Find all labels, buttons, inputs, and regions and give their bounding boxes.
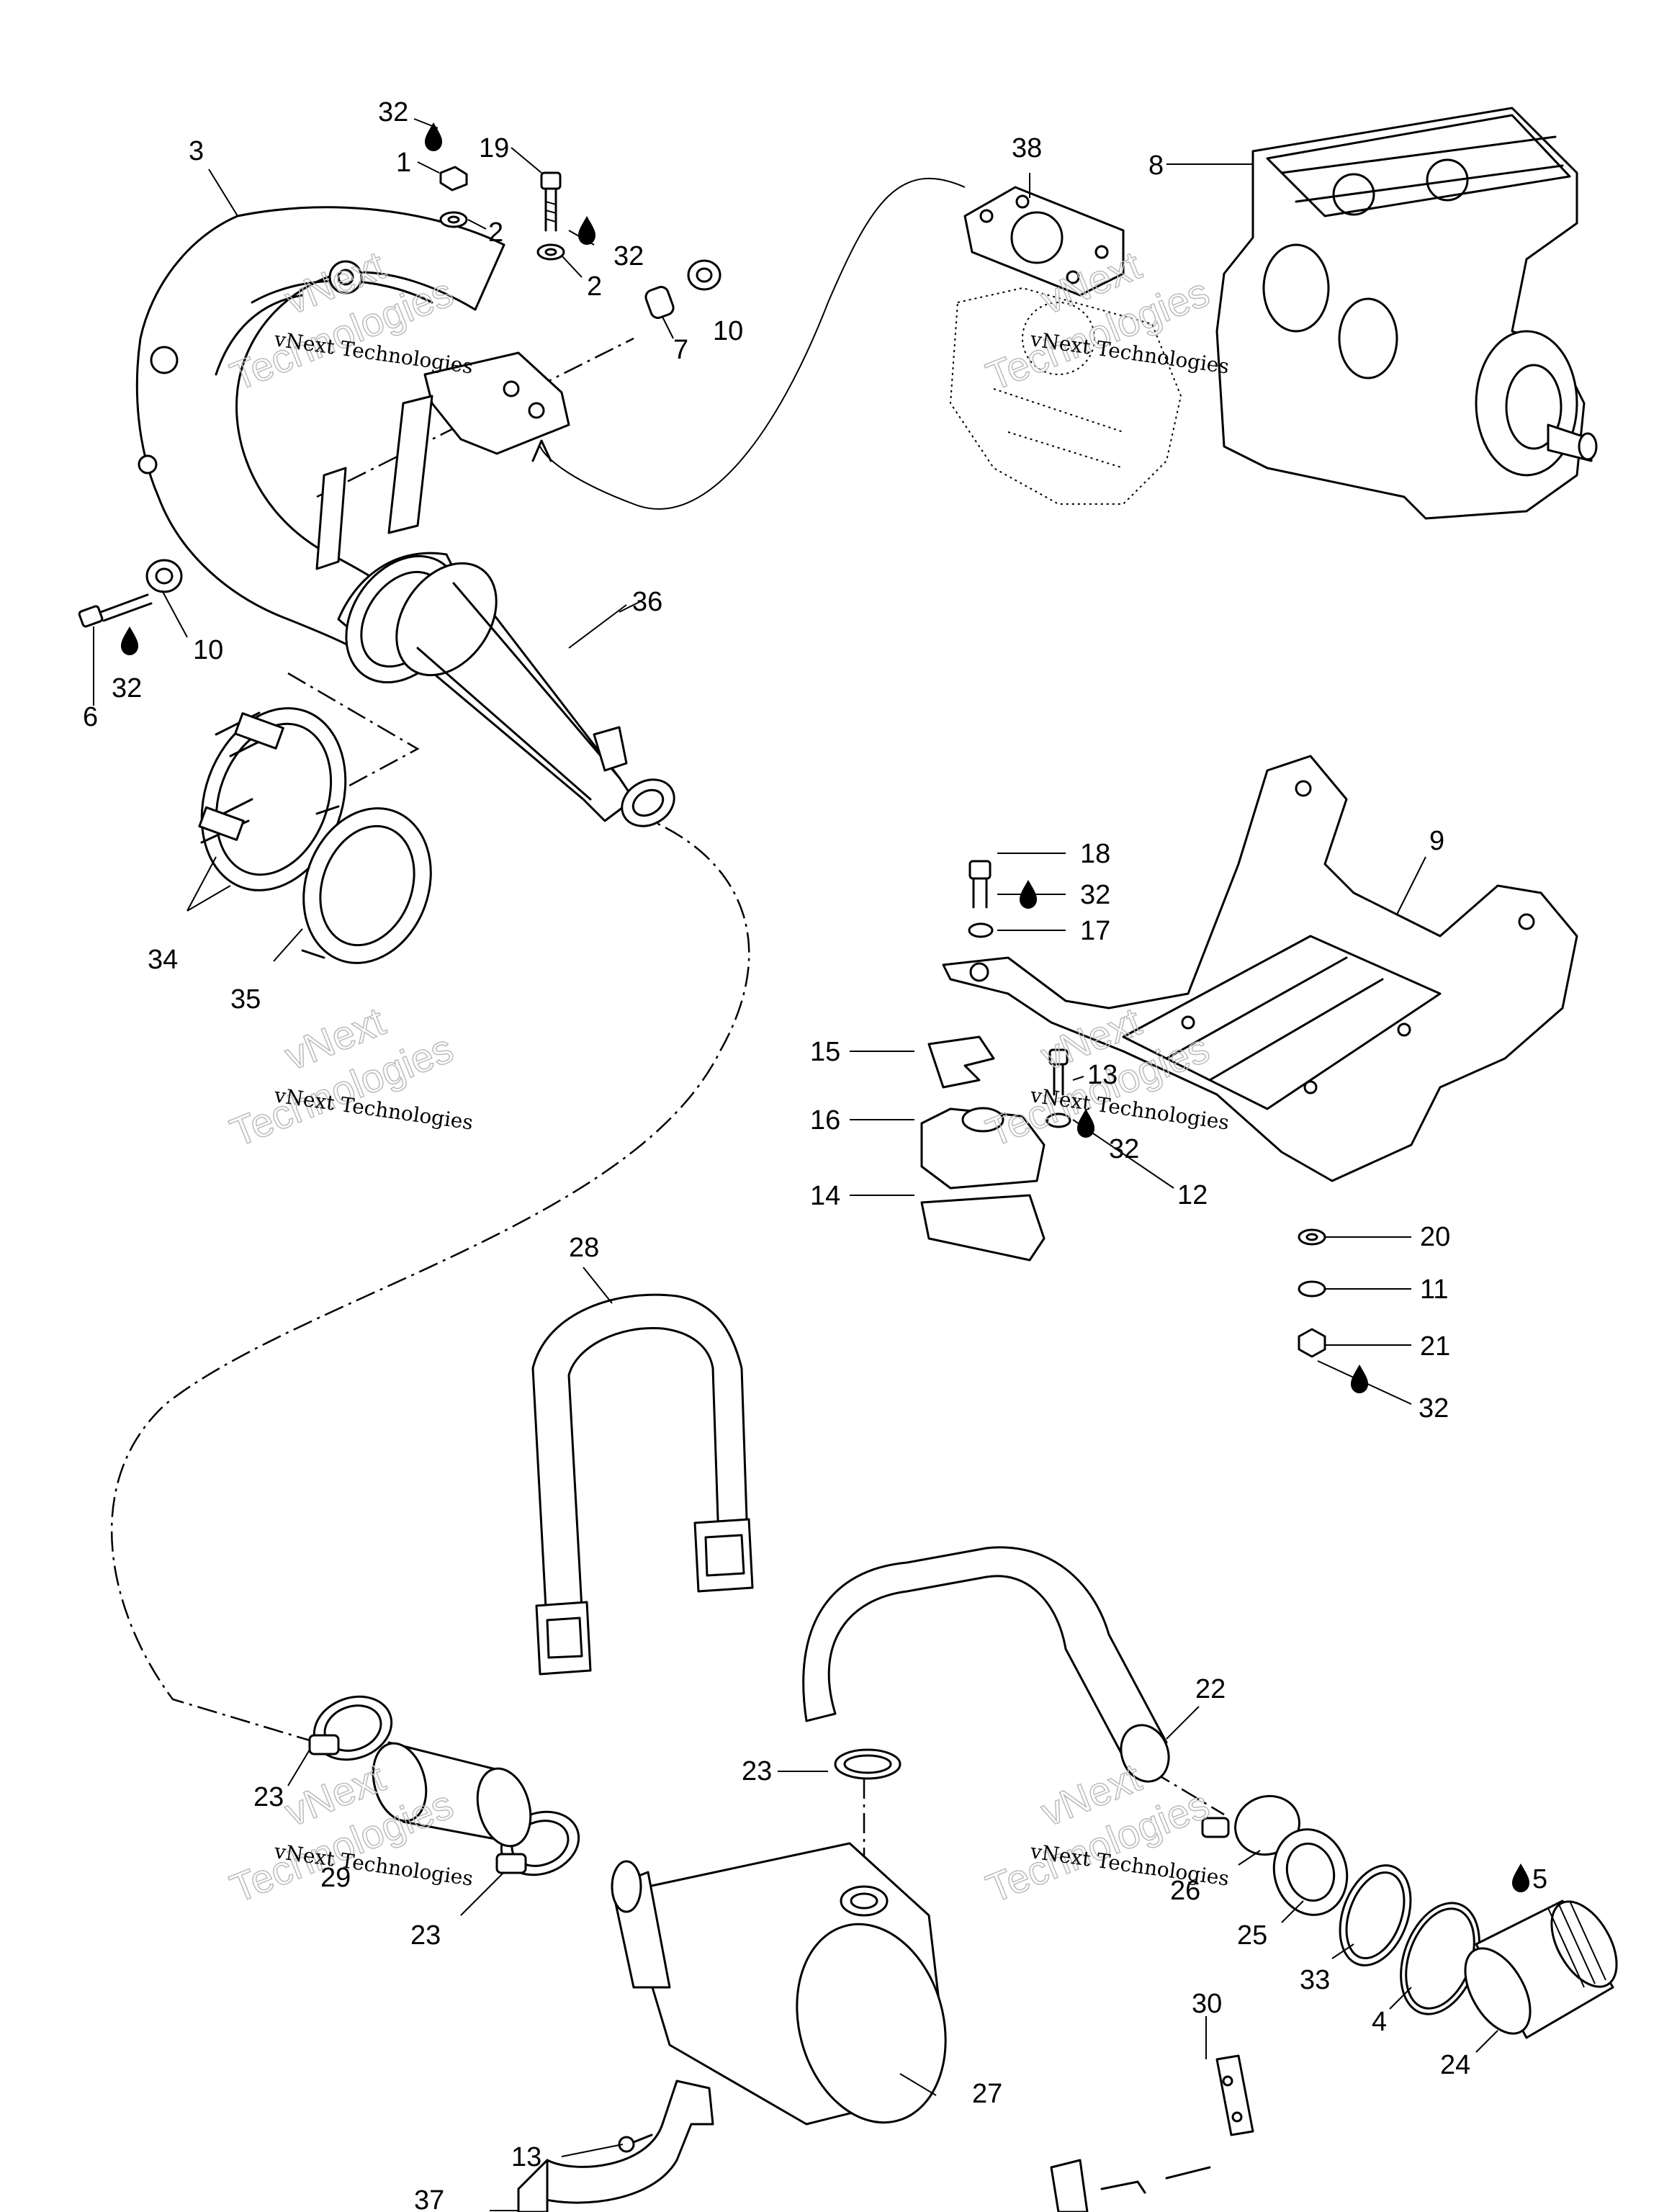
exhaust-manifold <box>135 206 570 684</box>
leader-lines <box>93 118 1498 2211</box>
oil-drop-icon <box>121 626 138 655</box>
callout-16: 16 <box>810 1105 840 1136</box>
callout-27: 27 <box>972 2079 1002 2109</box>
callout-29: 29 <box>320 1863 351 1893</box>
callout-9: 9 <box>1429 826 1444 856</box>
callout-13: 13 <box>511 2142 541 2172</box>
callout-23: 23 <box>742 1756 772 1786</box>
callout-11: 11 <box>1420 1274 1448 1305</box>
callout-22: 22 <box>1195 1674 1226 1704</box>
oil-drop-icon <box>1351 1364 1368 1393</box>
callout-25: 25 <box>1237 1920 1267 1951</box>
clamp-and-sleeve <box>198 707 432 964</box>
callout-33: 33 <box>1300 1965 1330 1995</box>
callout-26: 26 <box>1170 1876 1200 1906</box>
callout-5: 5 <box>1532 1864 1547 1894</box>
callout-24: 24 <box>1440 2050 1470 2080</box>
callout-10: 10 <box>713 316 743 346</box>
gasket-and-engine <box>949 107 1598 520</box>
callout-14: 14 <box>810 1181 840 1211</box>
oil-drop-icon <box>1512 1863 1529 1892</box>
callout-32: 32 <box>1080 880 1110 910</box>
callout-35: 35 <box>230 984 261 1015</box>
callout-7: 7 <box>673 335 688 365</box>
callout-17: 17 <box>1080 916 1110 946</box>
callout-13: 13 <box>1087 1060 1118 1090</box>
callout-3: 3 <box>189 136 204 166</box>
retaining-strap <box>531 1293 754 1676</box>
callout-18: 18 <box>1080 839 1110 869</box>
callout-32: 32 <box>112 673 142 703</box>
muffler-assembly <box>308 1546 1618 2126</box>
callout-38: 38 <box>1012 133 1042 163</box>
callout-34: 34 <box>148 945 178 975</box>
oil-drop-icon <box>578 216 595 245</box>
oil-drop-icon <box>1077 1109 1094 1138</box>
callout-labels: 32 1 3 19 2 32 2 7 10 38 8 36 10 32 6 34… <box>83 97 1547 2212</box>
oil-drop-icon <box>1020 880 1037 909</box>
callout-8: 8 <box>1148 150 1164 181</box>
callout-32: 32 <box>1109 1134 1139 1164</box>
callout-21: 21 <box>1420 1331 1450 1362</box>
callout-37: 37 <box>414 2185 444 2212</box>
watermark: vNext Technologies vNext Technologies <box>223 997 475 1156</box>
callout-2: 2 <box>587 271 602 302</box>
callout-32: 32 <box>378 97 408 127</box>
lubricant-icons <box>121 122 1529 1892</box>
callout-1: 1 <box>396 148 411 178</box>
hardware <box>78 166 1326 2153</box>
callout-23: 23 <box>253 1782 284 1812</box>
callout-28: 28 <box>569 1233 599 1263</box>
oil-drop-icon <box>425 122 442 151</box>
callout-36: 36 <box>632 587 662 617</box>
callout-19: 19 <box>479 133 509 163</box>
callout-6: 6 <box>83 702 98 732</box>
callout-32: 32 <box>1419 1393 1449 1424</box>
callout-2: 2 <box>488 217 503 248</box>
callout-23: 23 <box>410 1920 441 1951</box>
callout-10: 10 <box>193 635 223 665</box>
callout-20: 20 <box>1420 1222 1450 1252</box>
brackets <box>517 2054 1254 2212</box>
tuned-pipe-cone <box>395 562 675 827</box>
engine-support <box>942 755 1578 1182</box>
callout-12: 12 <box>1177 1180 1208 1210</box>
callout-4: 4 <box>1372 2007 1387 2037</box>
callout-30: 30 <box>1192 1989 1222 2019</box>
callout-15: 15 <box>810 1037 840 1067</box>
callout-32: 32 <box>613 241 644 271</box>
